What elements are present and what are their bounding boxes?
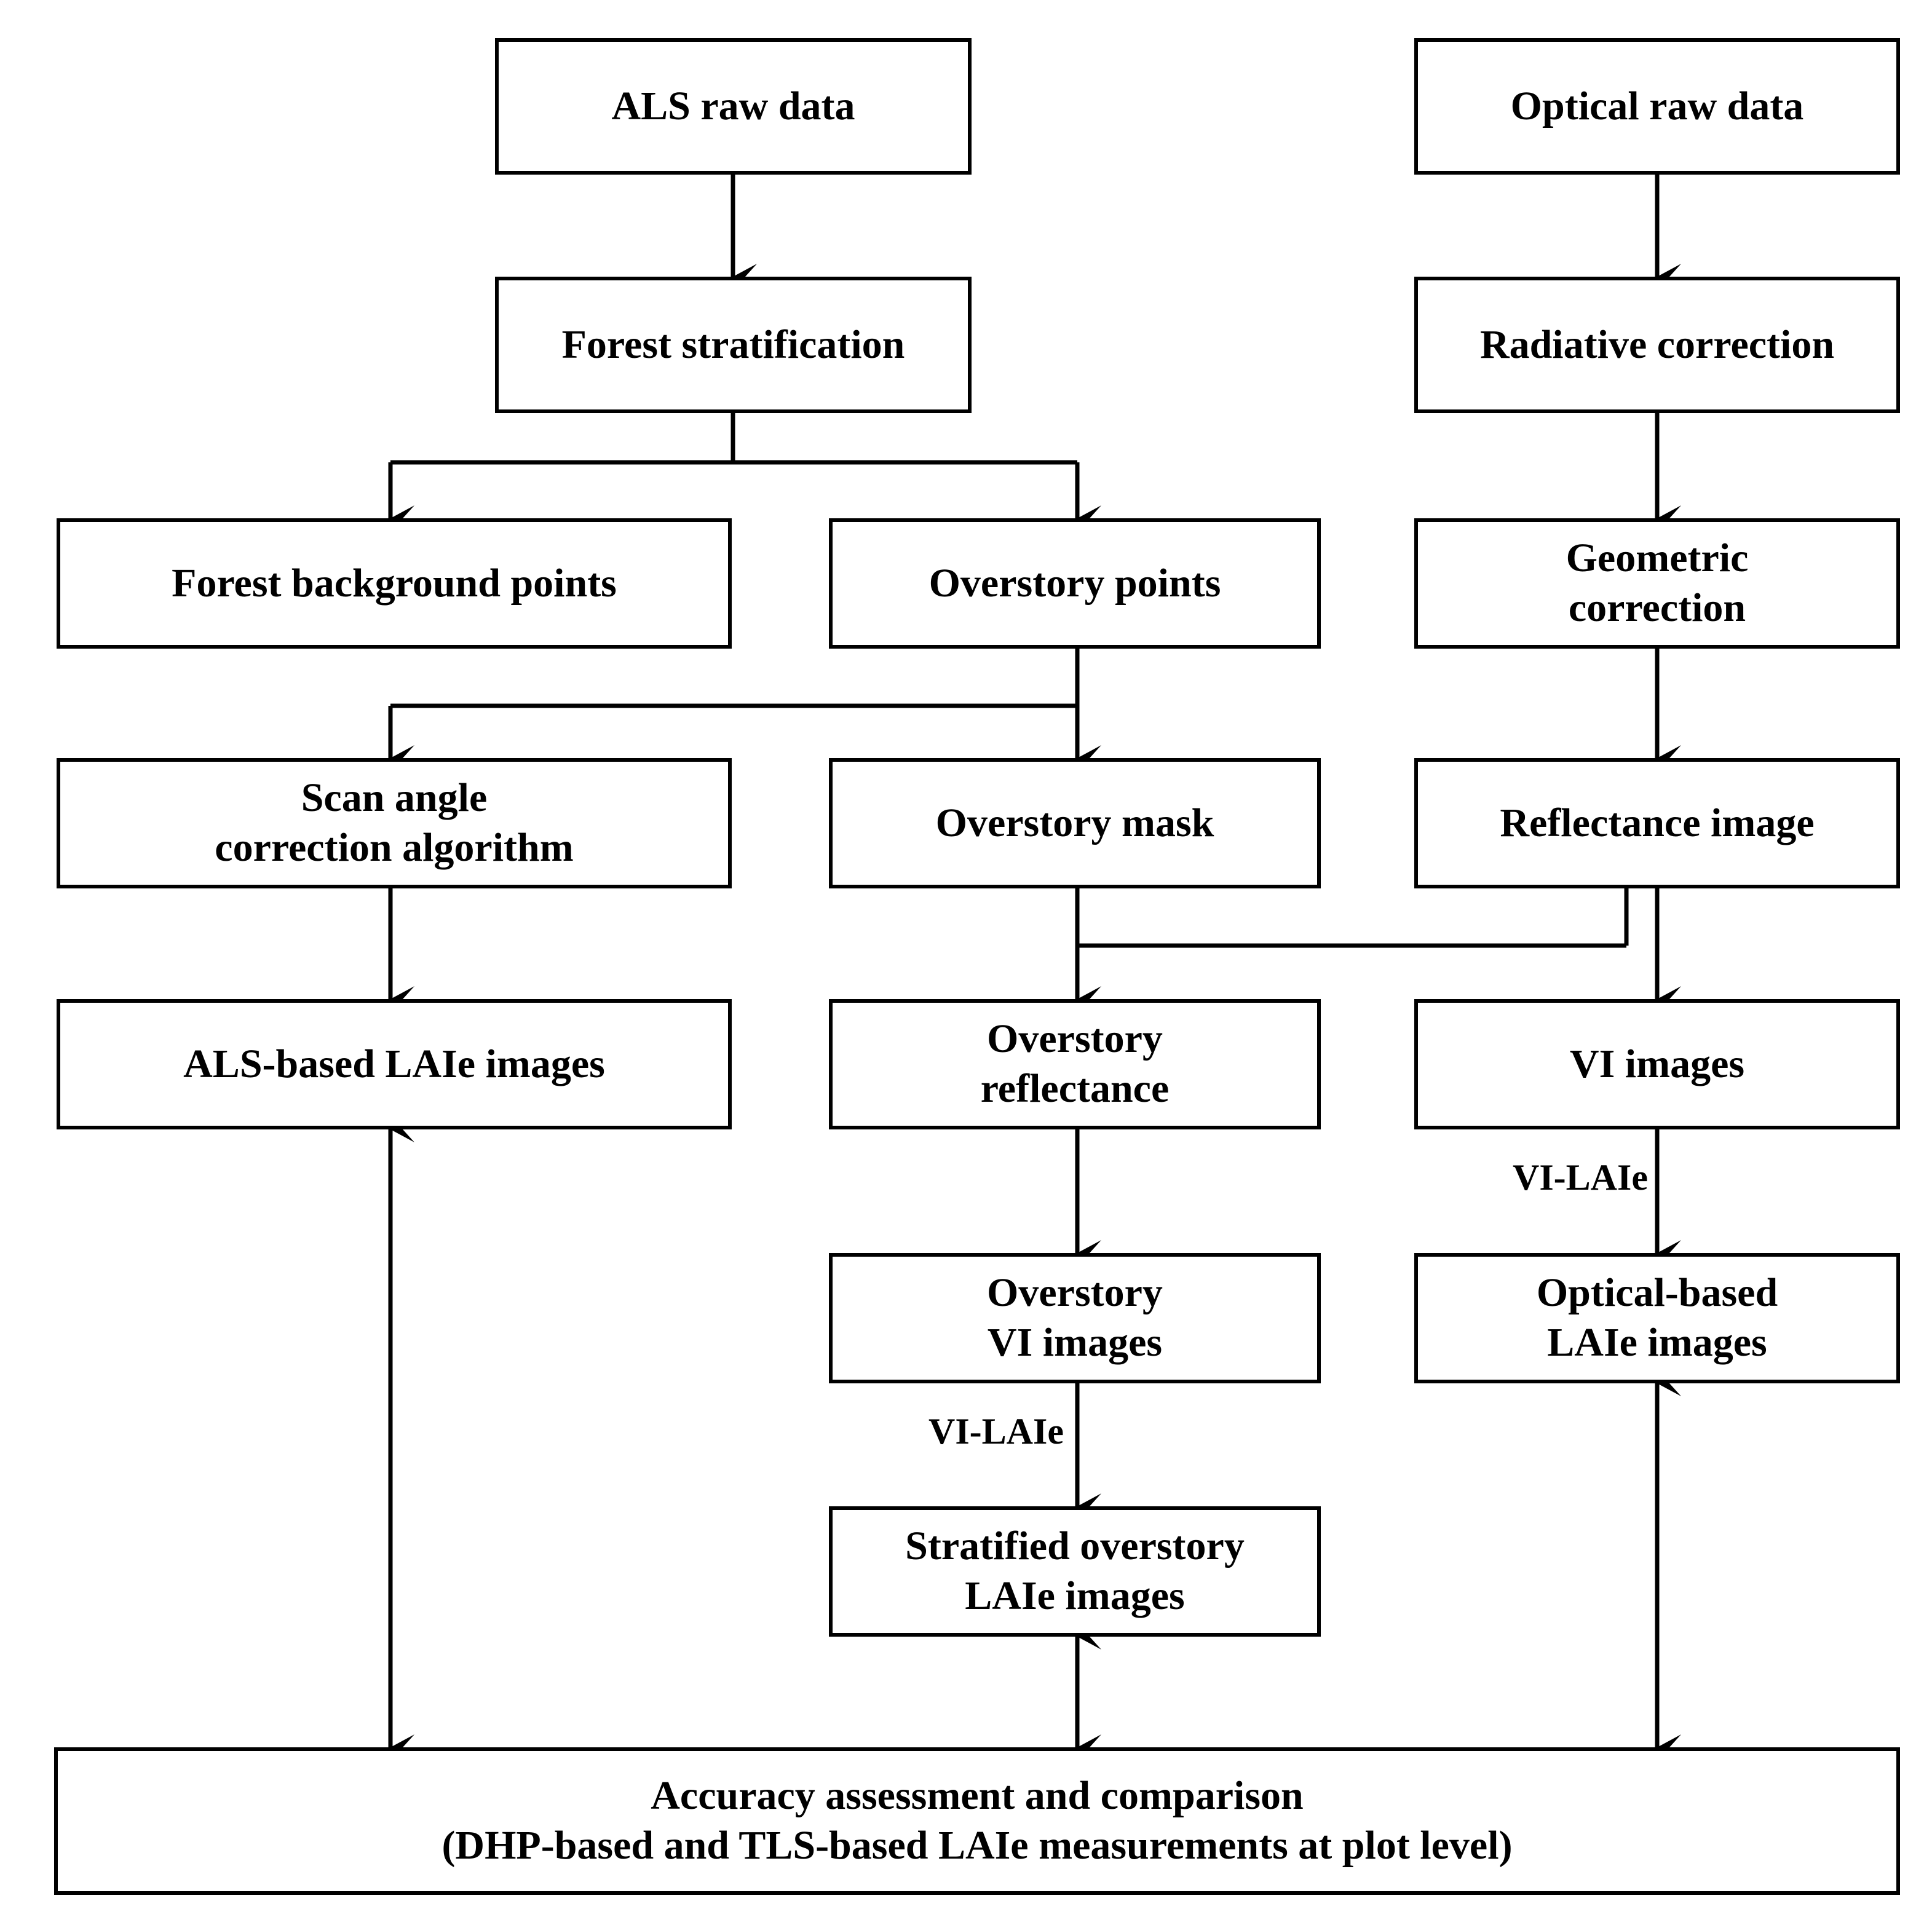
node-stratified-overstory-laie-images[interactable]: Stratified overstory LAIe images: [829, 1506, 1321, 1637]
node-overstory-vi-images[interactable]: Overstory VI images: [829, 1253, 1321, 1383]
node-label-als-raw-data: ALS raw data: [611, 83, 855, 128]
node-als-based-laie-images[interactable]: ALS-based LAIe images: [57, 999, 732, 1129]
node-label-scan-angle-correction-algorithm: Scan angle correction algorithm: [215, 775, 574, 870]
node-label-optical-based-laie-images: Optical-based LAIe images: [1536, 1270, 1778, 1365]
node-label-vi-images: VI images: [1569, 1041, 1745, 1086]
node-als-raw-data[interactable]: ALS raw data: [495, 38, 972, 175]
node-accuracy-assessment[interactable]: Accuracy assessment and comparison (DHP-…: [54, 1747, 1900, 1895]
node-reflectance-image[interactable]: Reflectance image: [1414, 758, 1900, 888]
node-optical-raw-data[interactable]: Optical raw data: [1414, 38, 1900, 175]
node-overstory-reflectance[interactable]: Overstory reflectance: [829, 999, 1321, 1129]
node-label-overstory-mask: Overstory mask: [935, 800, 1214, 845]
node-label-forest-background-points: Forest background points: [172, 560, 617, 606]
node-label-als-based-laie-images: ALS-based LAIe images: [183, 1041, 605, 1086]
node-label-forest-stratification: Forest stratification: [561, 322, 905, 367]
node-overstory-mask[interactable]: Overstory mask: [829, 758, 1321, 888]
node-forest-background-points[interactable]: Forest background points: [57, 518, 732, 649]
node-label-geometric-correction: Geometric correction: [1566, 536, 1749, 630]
node-label-overstory-points: Overstory points: [928, 560, 1221, 606]
node-label-overstory-vi-images: Overstory VI images: [987, 1270, 1163, 1365]
node-label-accuracy-assessment: Accuracy assessment and comparison (DHP-…: [441, 1773, 1513, 1868]
node-label-radiative-correction: Radiative correction: [1479, 322, 1835, 367]
node-vi-images[interactable]: VI images: [1414, 999, 1900, 1129]
node-label-optical-raw-data: Optical raw data: [1510, 83, 1804, 128]
node-forest-stratification[interactable]: Forest stratification: [495, 277, 972, 413]
node-optical-based-laie-images[interactable]: Optical-based LAIe images: [1414, 1253, 1900, 1383]
edge-label-vi-laie-middle: VI-LAIe: [928, 1411, 1064, 1452]
node-label-stratified-overstory-laie-images: Stratified overstory LAIe images: [905, 1524, 1245, 1618]
node-overstory-points[interactable]: Overstory points: [829, 518, 1321, 649]
node-label-reflectance-image: Reflectance image: [1500, 800, 1815, 845]
edge-label-vi-laie-right: VI-LAIe: [1513, 1157, 1648, 1198]
node-radiative-correction[interactable]: Radiative correction: [1414, 277, 1900, 413]
node-geometric-correction[interactable]: Geometric correction: [1414, 518, 1900, 649]
node-scan-angle-correction-algorithm[interactable]: Scan angle correction algorithm: [57, 758, 732, 888]
node-label-overstory-reflectance: Overstory reflectance: [980, 1016, 1170, 1111]
